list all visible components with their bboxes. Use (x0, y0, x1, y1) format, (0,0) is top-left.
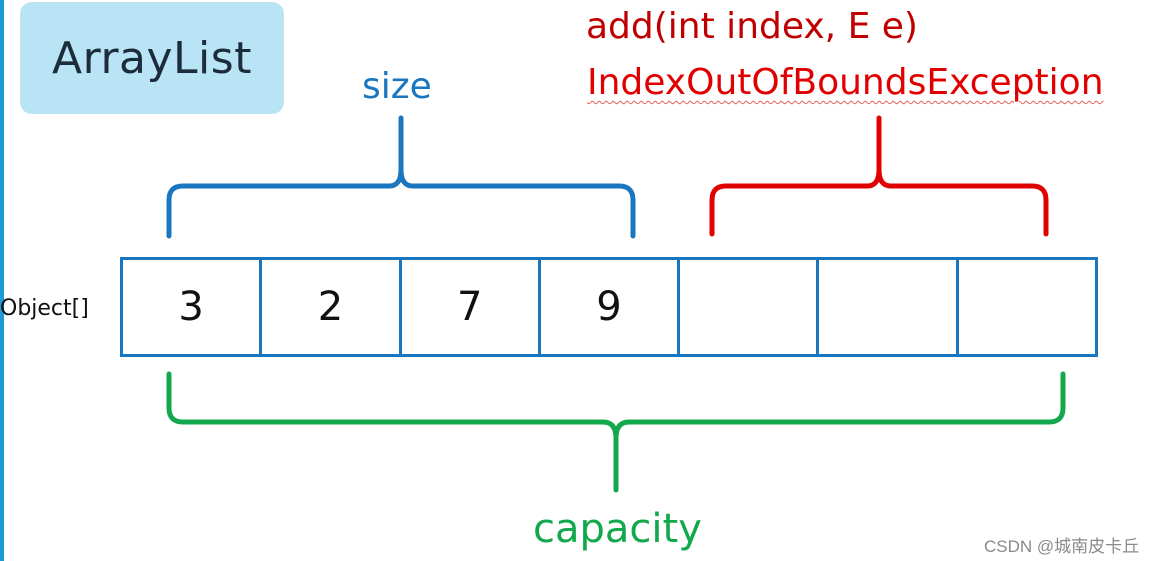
array-cell-6 (959, 260, 1095, 354)
size-label: size (362, 66, 432, 107)
watermark: CSDN @城南皮卡丘 (984, 537, 1140, 556)
size-brace (166, 115, 636, 239)
array-type-label: Object[] (0, 296, 89, 321)
title-box: ArrayList (20, 2, 284, 114)
array-cell-2: 7 (402, 260, 541, 354)
array-cell-0: 3 (123, 260, 263, 354)
array-cell-4 (680, 260, 820, 354)
array-cell-3: 9 (541, 260, 681, 354)
object-array: 3 2 7 9 (120, 257, 1098, 357)
capacity-brace (166, 371, 1066, 493)
accent-edge (0, 0, 4, 561)
array-cell-1: 2 (262, 260, 402, 354)
array-cell-5 (819, 260, 959, 354)
method-label: add(int index, E e) (586, 6, 918, 47)
capacity-label: capacity (533, 506, 702, 552)
diagram-title: ArrayList (52, 32, 252, 84)
exception-label: IndexOutOfBoundsException (587, 62, 1104, 103)
exception-brace (709, 115, 1049, 237)
